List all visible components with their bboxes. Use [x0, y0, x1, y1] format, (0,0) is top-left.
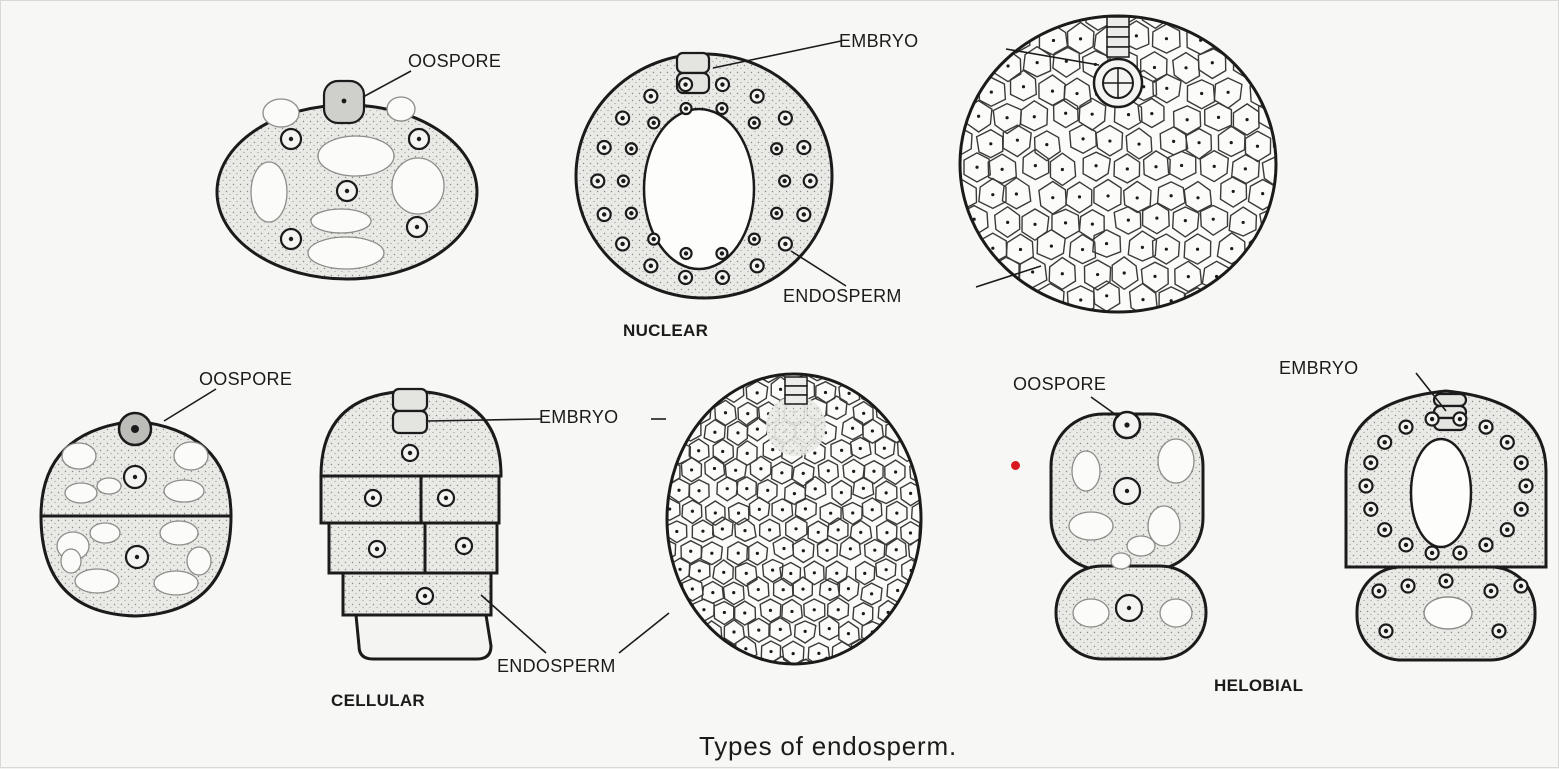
nuclear-stage-2-cell	[576, 53, 832, 298]
figure-caption: Types of endosperm.	[699, 731, 957, 762]
cellular-stage-1-cell	[41, 413, 231, 616]
helobial-stage-2-cell	[1346, 391, 1546, 660]
label-helobial: HELOBIAL	[1214, 676, 1303, 696]
nuclear-stage-1-cell	[217, 81, 477, 279]
label-cellular: CELLULAR	[331, 691, 425, 711]
label-embryo-nuclear: EMBRYO	[839, 31, 919, 52]
leader-line	[619, 613, 669, 653]
label-endosperm-nuclear: ENDOSPERM	[783, 286, 902, 307]
marker-dot	[1011, 461, 1020, 470]
cellular-stage-2-cell	[321, 389, 501, 659]
label-embryo-helobial: EMBRYO	[1279, 358, 1359, 379]
label-embryo-cellular: EMBRYO	[539, 407, 619, 428]
helobial-stage-1-cell	[1051, 412, 1206, 659]
label-nuclear: NUCLEAR	[623, 321, 708, 341]
label-oospore-cellular: OOSPORE	[199, 369, 292, 390]
nuclear-stage-3-cell	[914, 1, 1321, 344]
leader-line	[164, 389, 216, 421]
leader-line	[791, 251, 846, 286]
cellular-stage-3-cell	[631, 337, 968, 685]
label-oospore-nuclear: OOSPORE	[408, 51, 501, 72]
leader-line	[363, 71, 411, 97]
label-oospore-helobial: OOSPORE	[1013, 374, 1106, 395]
label-endosperm-cellular: ENDOSPERM	[497, 656, 616, 677]
leader-line	[713, 41, 841, 68]
